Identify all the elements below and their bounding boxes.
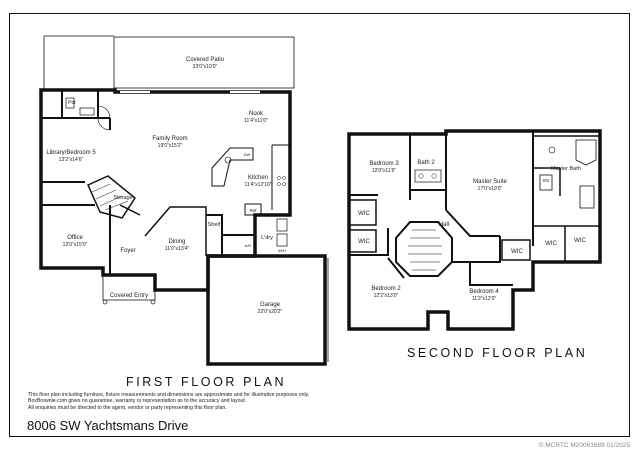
label-shr: Shr: [542, 178, 550, 183]
dims-dining: 11'0"x13'4": [165, 246, 189, 252]
wic-bedroom2: [349, 229, 377, 253]
foyer-wall: [119, 204, 141, 216]
kitchen-counter: [271, 144, 290, 210]
upper-room-walls: [349, 134, 447, 210]
label-shelf: Shelf: [208, 222, 221, 228]
label-wic-master1: WIC: [545, 241, 557, 247]
dims-family-room: 19'0"x15'2": [158, 143, 183, 149]
label-garage: Garage: [260, 302, 281, 308]
wic-hall: [501, 239, 531, 261]
bedroom4-walls: [452, 261, 513, 286]
master-shower: [539, 174, 553, 191]
master-sink: [548, 146, 556, 154]
label-wic-bedroom2: WIC: [358, 239, 370, 245]
utility-walls: [206, 214, 256, 256]
washer: [276, 218, 288, 232]
library-walls: [41, 90, 111, 183]
stair-treads: [408, 229, 442, 271]
pdr-door-arc: [97, 117, 111, 131]
second-floor-title: SECOND FLOOR PLAN: [407, 346, 588, 360]
label-wic-hall: WIC: [511, 249, 523, 255]
label-wic-master2: WIC: [574, 238, 586, 244]
dims-bedroom2: 12'2"x13'0": [374, 293, 399, 299]
label-ldry: L'dry: [261, 235, 273, 241]
covered-patio-outline: [113, 36, 295, 89]
dining-walls: [144, 206, 207, 256]
label-covered-patio: Covered Patio: [186, 57, 225, 63]
second-floor-staircase: [395, 221, 453, 277]
label-foyer: Foyer: [120, 248, 135, 254]
label-bath2: Bath 2: [417, 160, 435, 166]
pdr-toilet: [65, 97, 75, 109]
label-bedroom3: Bedroom 3: [369, 161, 399, 167]
label-ref: Ref: [249, 208, 257, 213]
office-walls: [41, 204, 111, 275]
label-pdr: Pdr: [68, 100, 76, 106]
master-suite-walls: [445, 131, 534, 263]
refrigerator: [244, 203, 262, 216]
dims-library: 13'2"x14'6": [59, 157, 84, 163]
master-bath-walls: [533, 135, 600, 196]
bath2-vanity: [414, 169, 442, 183]
dims-bedroom4: 11'2"x12'0": [472, 296, 496, 302]
disclaimer: This floor plan including furniture, fix…: [28, 392, 358, 411]
first-floor-labels: Covered Patio 33'0"x10'0" Pdr Library/Be…: [46, 57, 286, 315]
dims-garage: 22'0"x20'2": [258, 309, 283, 315]
disclaimer-line: This floor plan including furniture, fix…: [28, 392, 310, 398]
label-family-room: Family Room: [152, 136, 187, 142]
master-vanity: [579, 185, 595, 209]
label-hall: Hall: [439, 222, 449, 228]
dryer: [276, 233, 288, 247]
first-floor-title: FIRST FLOOR PLAN: [126, 375, 287, 389]
staircase-treads: [91, 183, 129, 211]
label-wic-bedroom3: WIC: [358, 211, 370, 217]
entry-column: [102, 299, 108, 305]
label-library: Library/Bedroom 5: [46, 150, 96, 156]
mls-watermark: © MCRTC M20061689 01/2025: [538, 442, 630, 449]
master-wic-walls: [533, 225, 600, 262]
sheet-border: [9, 13, 630, 437]
label-wh: W/H: [278, 248, 286, 253]
dims-kitchen: 11'4"x12'10": [244, 182, 271, 188]
dims-office: 12'0"x15'0": [63, 242, 88, 248]
first-floor-staircase: [87, 175, 136, 219]
pdr-sink: [79, 107, 95, 116]
label-office: Office: [67, 235, 83, 241]
disclaimer-line: All enquiries must be directed to the ag…: [28, 404, 227, 411]
label-storage: Storage: [113, 195, 132, 201]
bedroom2-walls: [349, 228, 405, 279]
kitchen-sink: [224, 156, 232, 164]
library-door-arc: [97, 105, 111, 119]
dims-bedroom3: 12'0"x11'6": [372, 168, 396, 174]
second-floor-labels: Bedroom 3 12'0"x11'6" Bath 2 Master Suit…: [358, 160, 586, 302]
label-nook: Nook: [249, 111, 264, 117]
label-bedroom2: Bedroom 2: [371, 286, 401, 292]
label-covered-entry: Covered Entry: [110, 293, 148, 299]
label-dining: Dining: [168, 239, 185, 245]
covered-entry-outline: [102, 275, 156, 301]
dims-nook: 11'4"x11'0": [244, 118, 268, 124]
second-floor-exterior-walls: [347, 129, 602, 331]
dims-covered-patio: 33'0"x10'0": [193, 64, 218, 70]
label-master-bath: Master Bath: [551, 166, 581, 172]
master-tub: [575, 139, 597, 166]
wic-bedroom3: [349, 199, 377, 226]
upper-left-outline: [43, 35, 114, 89]
dims-master-suite: 17'0"x19'0": [478, 186, 503, 192]
label-kitchen: Kitchen: [248, 175, 268, 181]
label-master-suite: Master Suite: [473, 179, 507, 185]
kitchen-island: [211, 147, 254, 187]
first-floor-plan: [39, 35, 329, 366]
entry-column: [150, 299, 156, 305]
label-dw: DW: [244, 152, 251, 157]
disclaimer-line: BoxBrownie.com gives no guarantee, warra…: [28, 398, 247, 405]
garage-walls: [206, 254, 327, 366]
second-floor-plan: [347, 129, 602, 331]
label-bedroom4: Bedroom 4: [469, 289, 499, 295]
property-address: 8006 SW Yachtsmans Drive: [27, 418, 189, 433]
label-ah: A/H: [245, 243, 252, 248]
